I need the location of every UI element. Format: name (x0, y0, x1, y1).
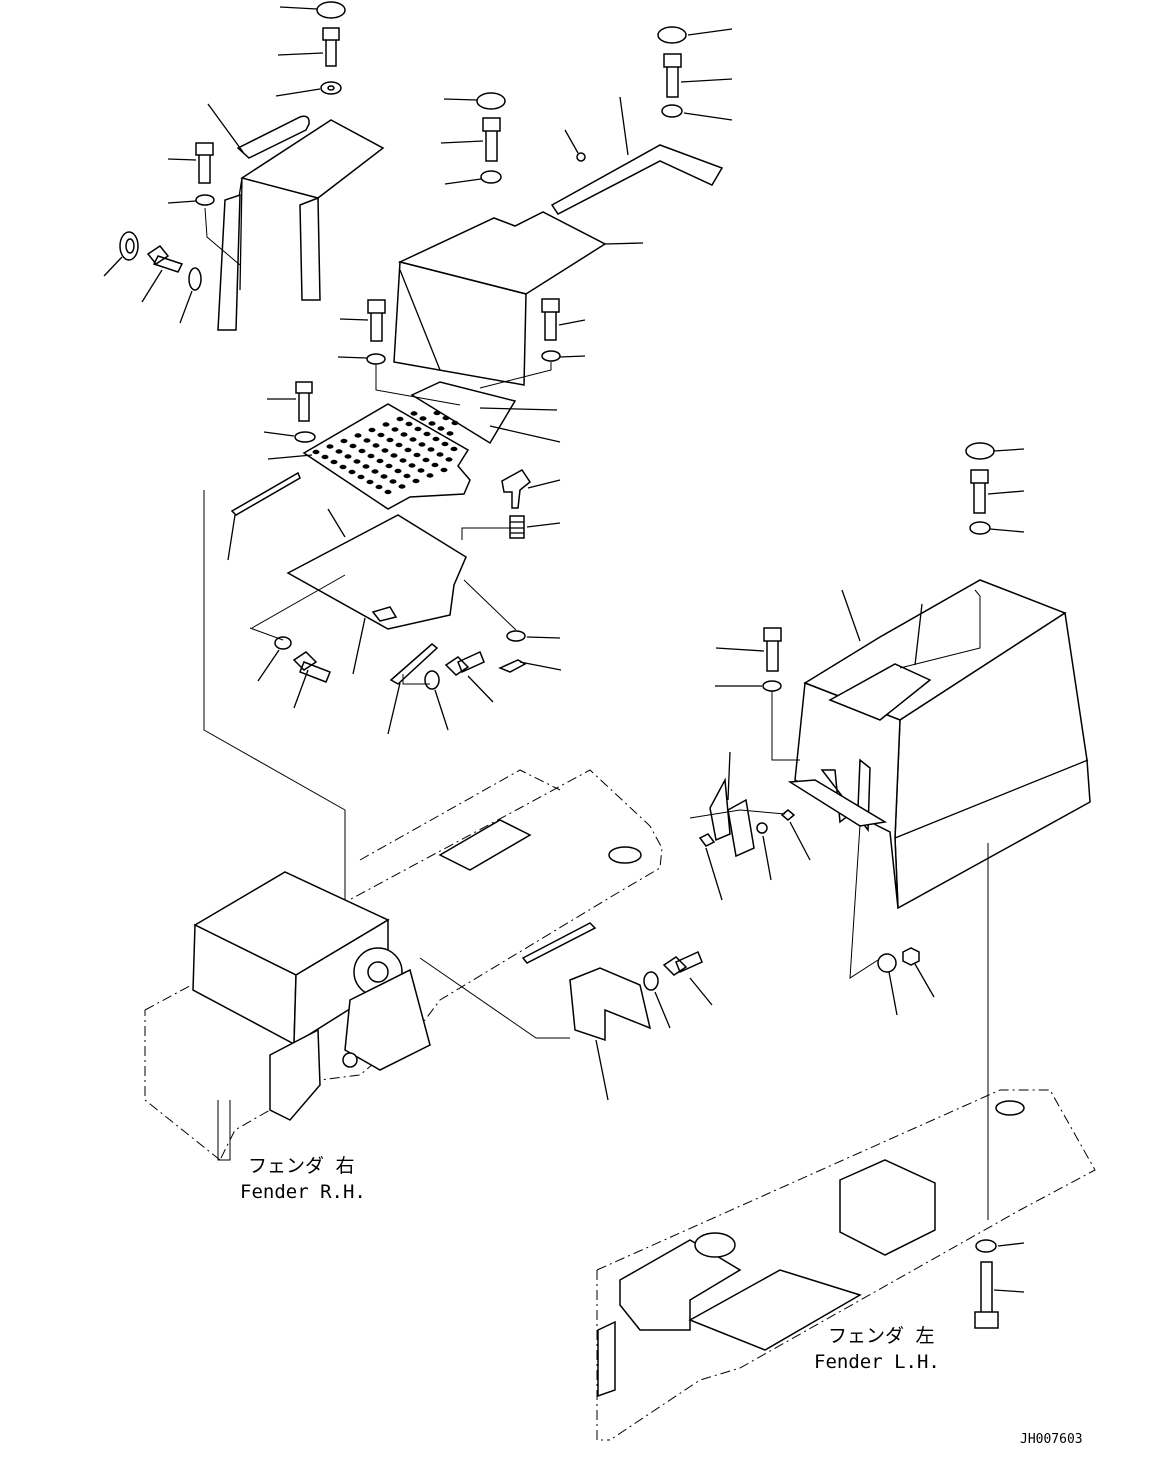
perforation-hole (423, 431, 431, 437)
perforation-hole (437, 426, 445, 431)
perforation-hole (386, 437, 394, 443)
perforation-hole (344, 454, 352, 459)
perforation-hole (403, 473, 411, 479)
perforation-hole (404, 447, 412, 453)
perforation-hole (389, 479, 397, 484)
perforation-hole (380, 474, 388, 479)
perforation-hole (417, 468, 425, 473)
perforation-hole (419, 416, 427, 421)
perforation-hole (330, 459, 338, 465)
perforation-hole (348, 469, 356, 475)
perforation-hole (394, 468, 402, 474)
perforation-hole (312, 449, 320, 455)
perforation-hole (412, 478, 420, 484)
drawing-code: JH007603 (1020, 1432, 1083, 1447)
perforation-hole (363, 438, 371, 443)
perforation-hole (353, 459, 361, 464)
perforation-hole (440, 467, 448, 473)
perforation-hole (382, 422, 390, 427)
fender-rh-assembly (144, 769, 713, 1161)
perforation-hole (431, 462, 439, 468)
perforation-hole (362, 464, 370, 469)
perforation-hole (377, 432, 385, 438)
perforation-hole (432, 436, 440, 442)
perforation-hole (422, 457, 430, 463)
perforation-hole (385, 463, 393, 469)
perforation-hole (405, 421, 413, 427)
top-center-cover-group (337, 26, 733, 445)
perforation-hole (446, 431, 454, 436)
perforation-hole (433, 410, 441, 416)
perforation-hole (428, 421, 436, 426)
perforation-hole (375, 484, 383, 490)
perforated-plate-group (203, 381, 562, 970)
perforation-hole (339, 464, 347, 470)
perforation-hole (376, 458, 384, 464)
fender-lh-en-label: Fender L.H. (814, 1351, 940, 1373)
fender-lh-frame (596, 1089, 1096, 1441)
perforation-hole (413, 452, 421, 458)
perforation-hole (410, 411, 418, 416)
fender-lh-jp-label: フェンダ 左 (828, 1325, 934, 1347)
perforation-hole (335, 449, 343, 454)
perforation-hole (390, 453, 398, 458)
perforation-hole (371, 469, 379, 474)
perforation-hole (445, 457, 453, 462)
perforation-hole (357, 474, 365, 480)
perforation-hole (354, 433, 362, 438)
perforation-hole (414, 426, 422, 432)
perforation-hole (349, 443, 357, 449)
perforation-hole (441, 441, 449, 447)
perforation-hole (408, 463, 416, 468)
perforation-hole (367, 453, 375, 459)
perforation-hole (451, 420, 459, 426)
perforation-hole (427, 447, 435, 452)
perforation-hole (384, 489, 392, 495)
top-left-cover-group (103, 1, 385, 331)
perforation-hole (400, 432, 408, 437)
perforation-hole (326, 444, 334, 449)
perforation-hole (442, 415, 450, 421)
perforation-hole (321, 454, 329, 460)
perforation-hole (381, 448, 389, 453)
perforation-hole (436, 452, 444, 457)
perforation-hole (368, 427, 376, 433)
fender-rh-jp-label: フェンダ 右 (248, 1155, 354, 1177)
perforation-hole (450, 446, 458, 452)
perforation-hole (398, 484, 406, 489)
perforation-hole (391, 427, 399, 432)
perforation-hole (372, 443, 380, 448)
perforation-hole (409, 437, 417, 442)
perforation-hole (399, 458, 407, 463)
perforation-hole (366, 479, 374, 485)
fender-rh-en-label: Fender R.H. (240, 1181, 366, 1203)
perforation-hole (418, 442, 426, 447)
perforation-hole (395, 442, 403, 448)
perforation-hole (396, 416, 404, 422)
fender-lh-cover-group (689, 442, 1091, 1220)
perforation-hole (426, 473, 434, 478)
perforation-hole (340, 438, 348, 444)
perforation-hole (358, 448, 366, 454)
